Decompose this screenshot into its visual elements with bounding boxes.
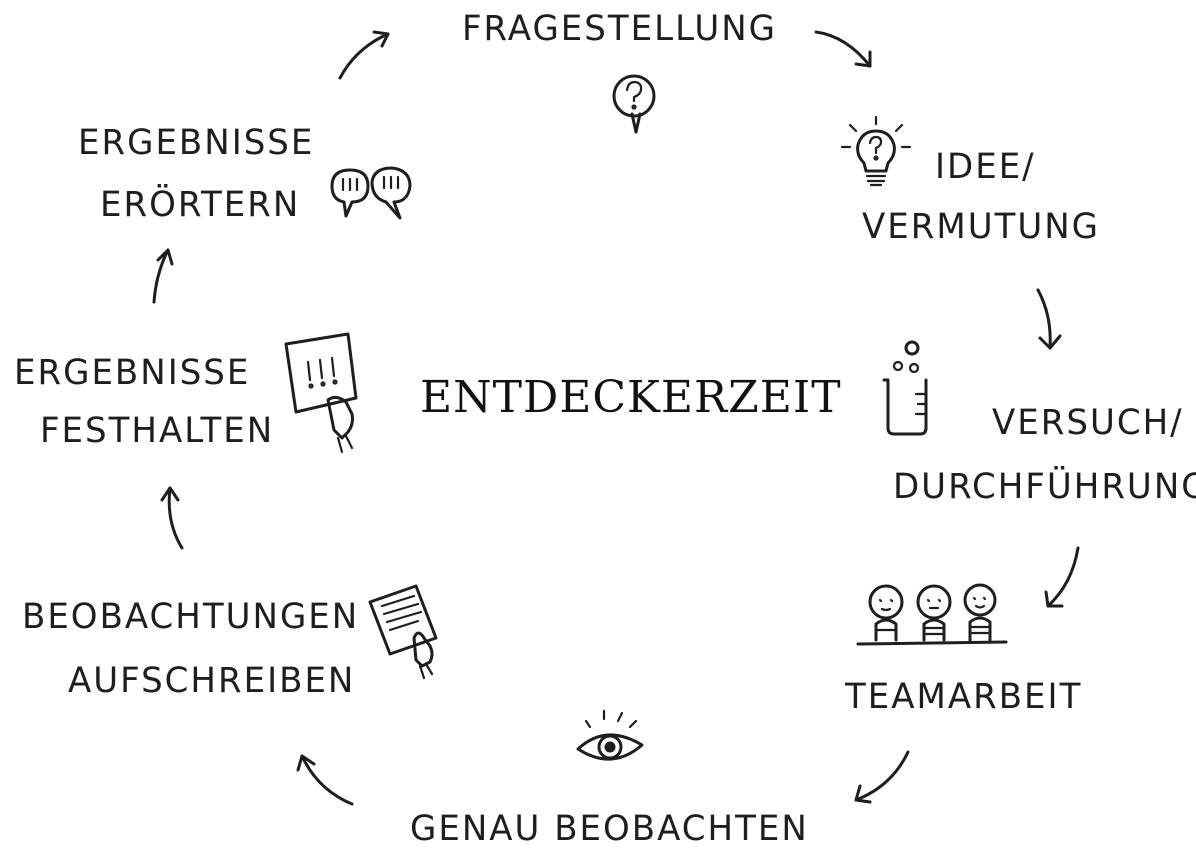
step-label-genau-beobachten: GENAU BEOBACHTEN [410,808,809,850]
arrow-teamarbeit-to-beobachten [854,750,910,804]
step-label-fragestellung: FRAGESTELLUNG [462,8,777,50]
arrow-fragestellung-to-idee [814,30,872,68]
beaker-icon [882,340,928,436]
step-label-beobachtungen: BEOBACHTUNGEN [22,596,360,638]
question-bubble-icon [612,74,656,134]
speech-bubbles-icon [330,166,412,220]
step-label-vermutung: VERMUTUNG [862,206,1101,248]
step-label-idee: IDEE/ [935,146,1036,188]
step-label-teamarbeit: TEAMARBEIT [845,676,1083,718]
note-paper-icon [284,332,358,454]
arrow-aufschreiben-to-festhalten [160,486,184,550]
step-label-durchfuehrung: DURCHFÜHRUNG [893,466,1196,508]
step-label-versuch: VERSUCH/ [992,402,1184,444]
arrow-beobachten-to-aufschreiben [296,754,354,806]
step-label-ergebnisse-eroertern-1: ERGEBNISSE [78,122,315,164]
step-label-festhalten: FESTHALTEN [40,410,275,452]
step-label-aufschreiben: AUFSCHREIBEN [68,660,356,702]
arrow-eroertern-to-fragestellung [338,30,390,80]
lightbulb-icon [840,115,912,187]
step-label-ergebnisse-festhalten-1: ERGEBNISSE [14,352,251,394]
eye-icon [576,709,644,761]
arrow-festhalten-to-eroertern [152,248,174,304]
arrow-versuch-to-teamarbeit [1044,546,1080,608]
arrow-idee-to-versuch [1036,288,1062,350]
step-label-eroertern: ERÖRTERN [100,184,301,226]
team-people-icon [856,583,1008,646]
center-title: ENTDECKERZEIT [420,372,842,423]
writing-paper-icon [368,584,438,680]
